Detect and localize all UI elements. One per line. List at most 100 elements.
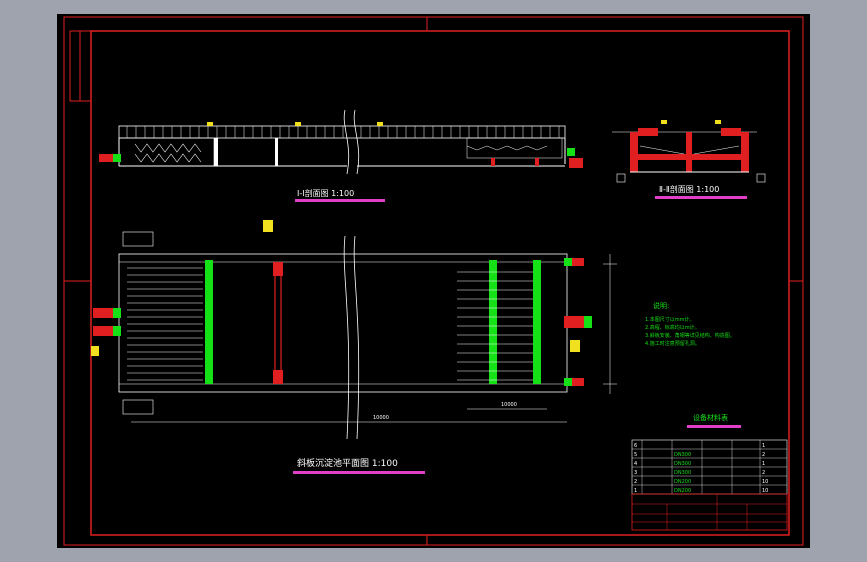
table-cell: 1 xyxy=(634,488,637,494)
plan-collector-pipes xyxy=(457,271,533,381)
section-1-sludge-zone xyxy=(466,137,563,159)
table-cell: 2 xyxy=(762,470,765,476)
table-cell: DN300 xyxy=(674,452,691,458)
table-cell: 10 xyxy=(762,479,768,485)
section-2-title: Ⅱ-Ⅱ剖面图 1:100 xyxy=(659,185,720,194)
section-1-outlet-valve xyxy=(569,158,583,168)
table-cell: DN300 xyxy=(674,470,691,476)
section-2-trough-right xyxy=(721,128,741,136)
section-2-plate-a xyxy=(639,145,685,155)
section-1-1 xyxy=(99,109,583,175)
title-block xyxy=(631,493,788,531)
section-2-base-mark-right xyxy=(756,173,766,183)
plan-title-bar xyxy=(293,471,425,474)
plan-stair-bottom xyxy=(122,399,154,415)
table-cell: DN200 xyxy=(674,479,691,485)
section-1-drain-valve-2 xyxy=(535,158,539,166)
plan-marker-top xyxy=(263,220,273,232)
section-1-inlet-chamber xyxy=(118,137,215,167)
section-2-hopper-left xyxy=(638,154,686,160)
section-2-base-mark-left xyxy=(616,173,626,183)
plan-break-b xyxy=(353,235,360,440)
section-2-trough-left xyxy=(638,128,658,136)
notes-title: 说明: xyxy=(653,302,670,310)
section-2-wall-right xyxy=(741,132,749,172)
table-cell: DN300 xyxy=(674,461,691,467)
plan-outlet-valve-mid xyxy=(564,316,584,328)
section-1-break-a xyxy=(343,109,350,175)
note-line: 4.施工时注意预留孔洞。 xyxy=(645,341,700,347)
section-2-elev-mark xyxy=(661,120,667,124)
table-cell: 5 xyxy=(634,452,637,458)
plan-inlet-pipe-b xyxy=(113,326,121,336)
section-1-drain-valve xyxy=(491,158,495,166)
table-cell: 3 xyxy=(634,470,637,476)
plan-inlet-manifold xyxy=(205,260,213,384)
section-1-sludge-line xyxy=(466,145,548,151)
plan-dimension: 10000 xyxy=(373,415,389,421)
section-2-wall-mid xyxy=(686,132,692,172)
section-2-hopper-right xyxy=(692,154,741,160)
section-1-zigzag-a xyxy=(134,143,202,153)
section-2-elev-mark-2 xyxy=(715,120,721,124)
section-1-inlet-pipe xyxy=(113,154,121,162)
plan-outlet-pipe-bottom xyxy=(564,378,572,386)
section-1-elev-mark-2 xyxy=(295,122,301,126)
section-2-wall-left xyxy=(630,132,638,172)
section-1-title: Ⅰ-Ⅰ剖面图 1:100 xyxy=(297,189,355,198)
section-1-zigzag-b xyxy=(134,153,202,163)
plan-marker-right xyxy=(570,340,580,352)
inner-frame xyxy=(90,30,790,536)
table-cell: 1 xyxy=(762,461,765,467)
section-1-break-b xyxy=(353,109,360,175)
plan-outlet-pipe-top xyxy=(564,258,572,266)
section-1-top-rail xyxy=(118,125,566,139)
plan-mud-valve-bottom xyxy=(273,370,283,384)
outer-frame xyxy=(63,16,804,546)
table-cell: DN200 xyxy=(674,488,691,494)
section-2-plate-b xyxy=(693,145,740,155)
note-line: 1.本图尺寸以mm计。 xyxy=(645,317,695,323)
table-cell: 4 xyxy=(634,461,637,467)
plan-marker-left xyxy=(91,346,99,356)
equipment-table-title-bar xyxy=(687,425,741,428)
plan-outlet-manifold-a xyxy=(489,260,497,384)
equipment-table-title: 设备材料表 xyxy=(693,414,728,422)
plan-inlet-pipe-a xyxy=(113,308,121,318)
section-1-rail-ticks xyxy=(126,126,560,138)
table-cell: 2 xyxy=(634,479,637,485)
plan-outlet-manifold-b xyxy=(533,260,541,384)
plan-title: 斜板沉淀池平面图 1:100 xyxy=(297,459,398,469)
plan-outlet-pipe-mid xyxy=(584,316,592,328)
table-cell: 1 xyxy=(762,443,765,449)
plan-break-a xyxy=(343,235,350,440)
plan-view xyxy=(91,220,617,440)
section-1-title-bar xyxy=(295,199,385,202)
table-cell: 2 xyxy=(762,452,765,458)
plan-mud-pipe xyxy=(274,263,282,383)
section-1-elev-mark-3 xyxy=(377,122,383,126)
plan-inlet-hatch xyxy=(127,267,203,381)
section-2-title-bar xyxy=(655,196,747,199)
table-cell: 10 xyxy=(762,488,768,494)
plan-dimension-right: 10000 xyxy=(501,402,517,408)
table-cell: 6 xyxy=(634,443,637,449)
equipment-table-grid xyxy=(632,440,787,494)
section-1-support xyxy=(275,138,278,166)
plan-inlet-valve-b xyxy=(93,326,113,336)
section-2-2 xyxy=(612,120,766,183)
plan-stair-top xyxy=(122,231,154,247)
section-1-elev-mark xyxy=(207,122,213,126)
note-line: 2.高程、标高均以m计。 xyxy=(645,325,700,331)
note-line: 3.斜板安装、角钢等详见结构、构造图。 xyxy=(645,333,735,339)
plan-outlet-valve-top xyxy=(572,258,584,266)
title-block-frame xyxy=(631,493,788,531)
plan-outlet-valve-bottom xyxy=(572,378,584,386)
section-1-outlet-pipe xyxy=(567,148,575,156)
section-1-baffle xyxy=(214,138,218,166)
plan-inlet-valve-a xyxy=(93,308,113,318)
